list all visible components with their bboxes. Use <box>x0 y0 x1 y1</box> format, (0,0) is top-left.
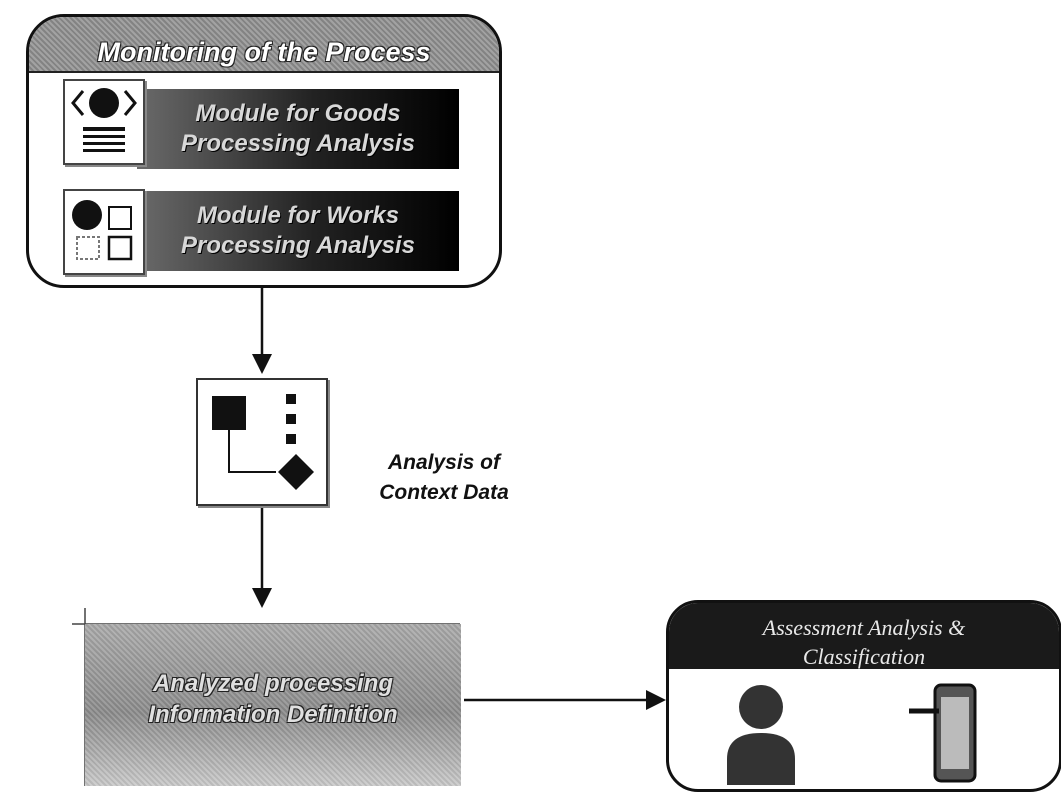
definition-panel[interactable] <box>85 624 461 786</box>
goods-module-label-line1: Module for Goods <box>195 100 401 127</box>
shapes-grid-icon <box>63 189 145 275</box>
assessment-header <box>669 603 1059 669</box>
works-module-label-line1: Module for Works <box>196 202 400 229</box>
definition-label-line2: Information Definition <box>148 701 398 728</box>
assessment-title-line1: Assessment Analysis & <box>762 615 966 640</box>
goods-module-label-line2: Processing Analysis <box>181 130 415 157</box>
goods-module-bar[interactable]: Module for Goods Processing Analysis <box>137 89 459 169</box>
works-module-label-line2: Processing Analysis <box>181 232 415 259</box>
monitoring-title: Monitoring of the Process <box>97 37 431 67</box>
context-label-line2: Context Data <box>379 481 509 504</box>
goods-module-label: Module for Goods Processing Analysis <box>137 99 459 159</box>
assessment-title: Assessment Analysis & Classification <box>669 613 1059 671</box>
person-icon <box>727 685 795 785</box>
mobile-device-icon <box>909 683 977 783</box>
monitoring-panel: Monitoring of the Process Module for Goo… <box>26 14 502 288</box>
works-module-label: Module for Works Processing Analysis <box>137 201 459 261</box>
assessment-title-line2: Classification <box>802 644 926 669</box>
context-label: Analysis of Context Data <box>354 448 534 508</box>
monitoring-header <box>29 17 499 73</box>
document-eye-icon <box>63 79 145 165</box>
definition-label-line1: Analyzed processing <box>152 670 394 697</box>
flowchart-icon <box>196 378 328 506</box>
context-label-line1: Analysis of <box>387 451 501 474</box>
definition-label: Analyzed processing Information Definiti… <box>85 668 461 730</box>
assessment-panel: Assessment Analysis & Classification <box>666 600 1061 792</box>
works-module-bar[interactable]: Module for Works Processing Analysis <box>137 191 459 271</box>
